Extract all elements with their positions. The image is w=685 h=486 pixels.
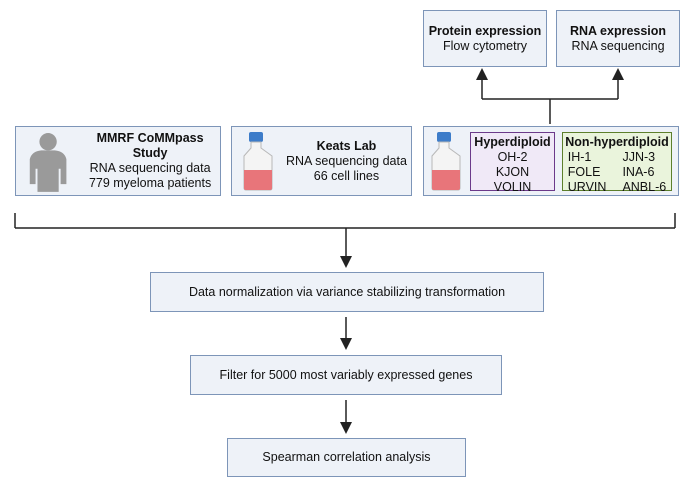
hyperdiploid-item: KJON	[495, 165, 530, 179]
hyperdiploid-item: VOLIN	[493, 180, 532, 194]
normalization-label: Data normalization via variance stabiliz…	[188, 284, 506, 299]
filter-label: Filter for 5000 most variably expressed …	[219, 367, 473, 382]
mmrf-line2: 779 myeloma patients	[88, 176, 212, 190]
protein-expression-subtitle: Flow cytometry	[442, 38, 528, 53]
mmrf-title: MMRF CoMMpass Study	[96, 131, 204, 160]
culture-flask-icon	[243, 132, 273, 191]
normalization-step: Data normalization via variance stabiliz…	[150, 272, 544, 312]
rna-expression-subtitle: RNA sequencing	[571, 38, 665, 53]
filter-step: Filter for 5000 most variably expressed …	[190, 355, 502, 395]
non-hyperdiploid-title: Non-hyperdiploid	[565, 135, 669, 149]
mmrf-line1: RNA sequencing data	[89, 161, 211, 175]
non-hyperdiploid-item: IH-1	[567, 150, 592, 164]
non-hyperdiploid-item: INA-6	[622, 165, 655, 179]
analysis-label: Spearman correlation analysis	[262, 450, 431, 464]
rna-expression-title: RNA expression	[569, 23, 667, 38]
keats-line1: RNA sequencing data	[286, 153, 407, 168]
non-hyperdiploid-item: JJN-3	[622, 150, 656, 164]
hyperdiploid-title: Hyperdiploid	[474, 135, 551, 149]
rna-expression-box: RNA expression RNA sequencing	[556, 10, 680, 67]
keats-line2: 66 cell lines	[313, 168, 380, 183]
person-icon	[29, 133, 67, 192]
keats-box: Keats Lab RNA sequencing data 66 cell li…	[231, 126, 412, 196]
keats-title: Keats Lab	[316, 138, 377, 153]
non-hyperdiploid-item: ANBL-6	[622, 180, 667, 194]
hyperdiploid-item: OH-2	[497, 150, 528, 164]
non-hyperdiploid-list: IH-1 JJN-3 FOLE INA-6 URVIN ANBL-6	[568, 150, 666, 195]
analysis-step: Spearman correlation analysis	[227, 438, 466, 477]
culture-flask-icon	[431, 132, 461, 191]
protein-expression-box: Protein expression Flow cytometry	[423, 10, 547, 67]
hyperdiploid-group: Hyperdiploid OH-2 KJON VOLIN	[470, 132, 555, 194]
mmrf-box: MMRF CoMMpass Study RNA sequencing data …	[15, 126, 221, 196]
non-hyperdiploid-item: FOLE	[567, 165, 601, 179]
protein-expression-title: Protein expression	[428, 23, 542, 38]
non-hyperdiploid-item: URVIN	[567, 180, 607, 194]
non-hyperdiploid-group: Non-hyperdiploid IH-1 JJN-3 FOLE INA-6 U…	[562, 132, 672, 194]
